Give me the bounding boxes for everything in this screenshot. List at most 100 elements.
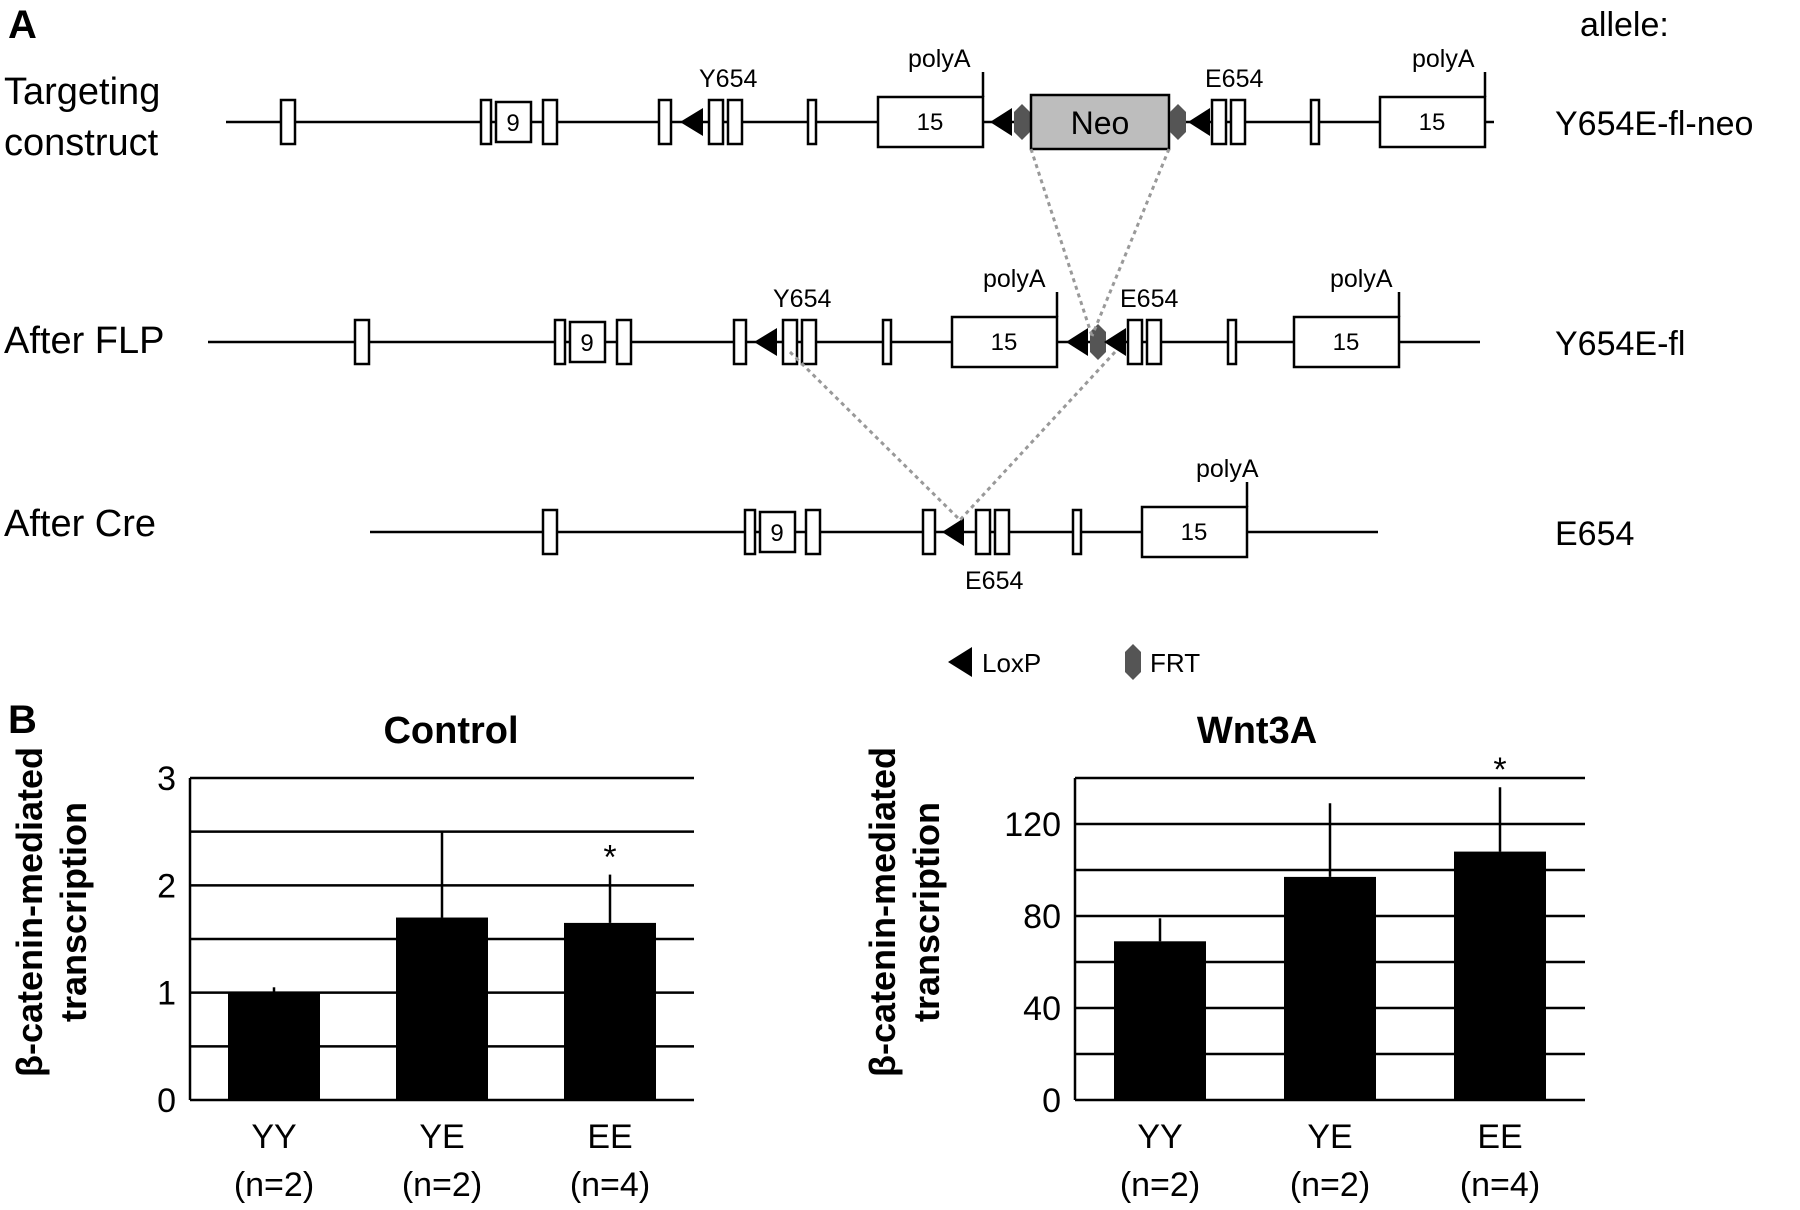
y-axis-label: β-catenin-mediated transcription xyxy=(9,747,94,1077)
y-axis-label-line-2: transcription xyxy=(53,802,94,1022)
x-category-sublabel: (n=2) xyxy=(1120,1166,1200,1204)
exon xyxy=(353,318,371,366)
x-category-label: EE xyxy=(1477,1118,1522,1156)
exon xyxy=(279,98,297,146)
exon xyxy=(806,98,818,146)
significance-star: * xyxy=(603,839,616,877)
exon xyxy=(615,318,633,366)
polya-label: polyA xyxy=(908,45,971,73)
allele-name: E654 xyxy=(1555,515,1634,553)
frt-site xyxy=(1090,324,1106,360)
legend-loxp: LoxP xyxy=(982,648,1041,678)
row-after-flp: After FLP 9 Y654 15 polyA E654 15 polyA … xyxy=(4,265,1685,369)
x-category-label: YE xyxy=(1307,1118,1352,1156)
row-label-line-2: construct xyxy=(4,122,159,164)
exon xyxy=(479,98,493,146)
exon-9 xyxy=(568,320,607,364)
exon xyxy=(1229,98,1247,146)
exon xyxy=(974,508,992,556)
y-tick-label: 3 xyxy=(157,760,176,798)
exon-9 xyxy=(758,510,797,554)
exon-9-label: 9 xyxy=(770,520,783,547)
exon-15 xyxy=(950,315,1059,369)
chart-title: Control xyxy=(383,710,518,752)
chart-title: Wnt3A xyxy=(1197,710,1317,752)
exon-9-label: 9 xyxy=(580,330,593,357)
x-category-label: YY xyxy=(1137,1118,1182,1156)
bar xyxy=(1114,941,1206,1100)
x-category-sublabel: (n=4) xyxy=(1460,1166,1540,1204)
neo-cassette xyxy=(1029,93,1171,151)
exon xyxy=(804,508,822,556)
bars: * xyxy=(228,831,656,1100)
exon-15-label: 15 xyxy=(991,329,1018,356)
exon xyxy=(1210,98,1228,146)
exon-9 xyxy=(494,100,533,144)
significance-star: * xyxy=(1493,751,1506,789)
row-targeting-construct: Targeting construct 9 Y654 15 polyA Neo … xyxy=(4,45,1753,164)
y-axis-label-line-1: β-catenin-mediated xyxy=(9,747,50,1077)
exon-15-label: 15 xyxy=(917,109,944,136)
x-category-label: YE xyxy=(419,1118,464,1156)
allele-header: allele: xyxy=(1580,6,1669,44)
x-category-sublabel: (n=4) xyxy=(570,1166,650,1204)
loxp-site xyxy=(942,518,964,546)
x-category-label: EE xyxy=(587,1118,632,1156)
exon-15-label: 15 xyxy=(1181,519,1208,546)
y-tick-label: 0 xyxy=(1042,1082,1061,1120)
row-after-cre: After Cre 9 E654 15 polyA E654 xyxy=(4,455,1634,595)
y-axis-label-line-1: β-catenin-mediated xyxy=(862,747,903,1077)
exon xyxy=(1309,98,1321,146)
y654-label: Y654 xyxy=(699,65,757,93)
exon xyxy=(1126,318,1144,366)
x-categories: YY (n=2) YE (n=2) EE (n=4) xyxy=(1120,1118,1540,1204)
chart-control: Control β-catenin-mediated transcription… xyxy=(9,710,694,1204)
y-tick-label: 0 xyxy=(157,1082,176,1120)
chart-wnt3a: Wnt3A β-catenin-mediated transcription *… xyxy=(862,710,1585,1204)
exon-15 xyxy=(876,95,985,149)
frt-site xyxy=(1014,104,1030,140)
row-label-line-1: Targeting xyxy=(4,71,160,113)
polya-label: polyA xyxy=(1330,265,1393,293)
cre-recombination-line xyxy=(958,350,1117,522)
y-tick-label: 2 xyxy=(157,867,176,905)
y-tick-label: 80 xyxy=(1023,898,1061,936)
exon-15 xyxy=(1292,315,1401,369)
legend-frt: FRT xyxy=(1150,648,1200,678)
y-tick-label: 120 xyxy=(1004,806,1061,844)
exon-15-label: 15 xyxy=(1419,109,1446,136)
loxp-site xyxy=(754,328,777,356)
bar xyxy=(228,992,320,1100)
exon xyxy=(732,318,748,366)
exon-15 xyxy=(1140,505,1249,559)
x-category-label: YY xyxy=(251,1118,296,1156)
flp-recombination-line xyxy=(1090,148,1171,337)
allele-name: Y654E-fl xyxy=(1555,325,1685,363)
x-category-sublabel: (n=2) xyxy=(1290,1166,1370,1204)
bar xyxy=(396,917,488,1100)
y-axis-label: β-catenin-mediated transcription xyxy=(862,747,947,1077)
legend: LoxP FRT xyxy=(948,644,1200,680)
loxp-site xyxy=(680,108,703,136)
exon xyxy=(1226,318,1238,366)
e654-label: E654 xyxy=(965,567,1023,595)
bar xyxy=(1454,851,1546,1100)
exon xyxy=(657,98,673,146)
polya-label: polyA xyxy=(1412,45,1475,73)
bar xyxy=(1284,876,1376,1100)
neo-label: Neo xyxy=(1071,105,1130,141)
allele-name: Y654E-fl-neo xyxy=(1555,105,1753,143)
e654-label: E654 xyxy=(1205,65,1263,93)
exon xyxy=(800,318,818,366)
exon xyxy=(881,318,893,366)
exon xyxy=(781,318,799,366)
exon xyxy=(707,98,725,146)
loxp-icon xyxy=(948,647,972,677)
exon xyxy=(1071,508,1083,556)
exon xyxy=(743,508,757,556)
loxp-site xyxy=(1104,328,1126,356)
exon-9-label: 9 xyxy=(506,110,519,137)
